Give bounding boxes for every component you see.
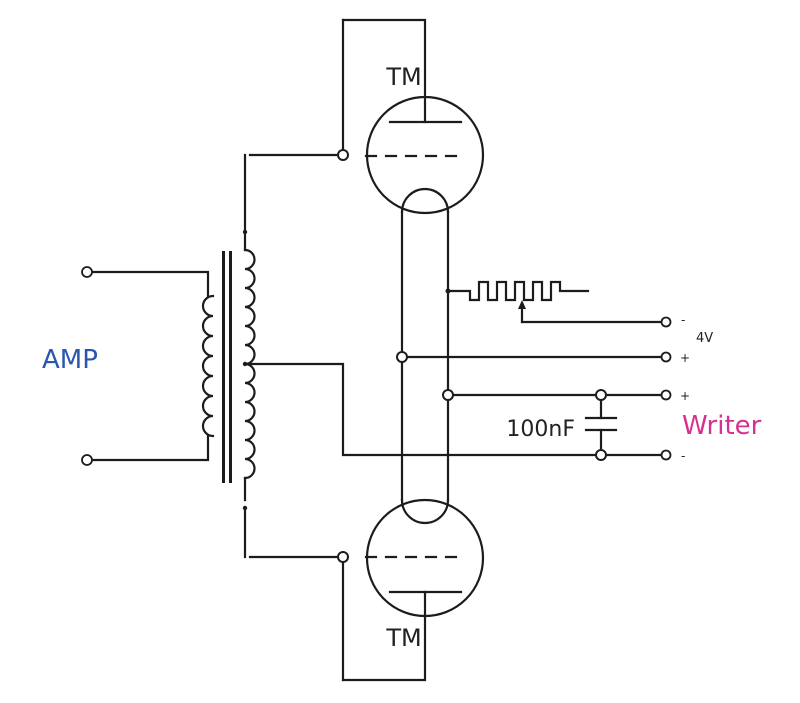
bottom-tube: TM	[248, 498, 485, 682]
bottom-plate-loop	[341, 590, 427, 682]
top-tube-label: TM	[385, 63, 421, 91]
capacitor-bottom-node	[595, 449, 607, 461]
heater-rheostat	[445, 280, 664, 324]
filament-bottom-arc	[400, 498, 450, 525]
capacitor-100nf: 100nF	[506, 389, 618, 461]
rheostat-join-dot	[445, 288, 451, 294]
voltage-label: 4V	[696, 331, 713, 346]
terminal-writer-minus	[660, 449, 672, 461]
capacitor-plates	[584, 416, 618, 432]
bottom-grid-node	[337, 551, 349, 563]
capacitor-label: 100nF	[506, 417, 575, 442]
filament-top-arc	[400, 187, 450, 214]
rheostat-zigzag	[446, 280, 590, 302]
pin-minus-bottom-label: -	[681, 449, 685, 463]
terminal-writer-plus	[660, 389, 672, 401]
terminal-4v-minus	[660, 316, 672, 328]
primary-bottom-wire	[89, 434, 210, 462]
writer-label: Writer	[682, 411, 762, 441]
pin-plus-2-label: +	[680, 389, 690, 403]
transformer-core-left	[222, 251, 225, 483]
top-plate-loop	[341, 18, 427, 124]
amp-label: AMP	[42, 345, 98, 375]
primary-winding	[201, 294, 215, 438]
filament-node	[396, 351, 408, 363]
amp-terminal-top	[81, 266, 93, 278]
bottom-tube-label: TM	[385, 624, 421, 652]
wiper-arrow	[518, 300, 526, 309]
center-tap-to-writer-minus	[243, 362, 664, 457]
output-transformer	[201, 229, 256, 511]
top-tube: TM	[248, 18, 485, 215]
capacitor-top-node	[595, 389, 607, 401]
amp-terminal-bottom	[81, 454, 93, 466]
pin-minus-top-label: -	[681, 313, 685, 327]
top-grid-node	[337, 149, 349, 161]
terminal-4v-plus	[660, 351, 672, 363]
primary-top-wire	[89, 270, 210, 298]
pin-plus-1-label: +	[680, 351, 690, 365]
transformer-core-right	[229, 251, 232, 483]
signal-node	[442, 389, 454, 401]
